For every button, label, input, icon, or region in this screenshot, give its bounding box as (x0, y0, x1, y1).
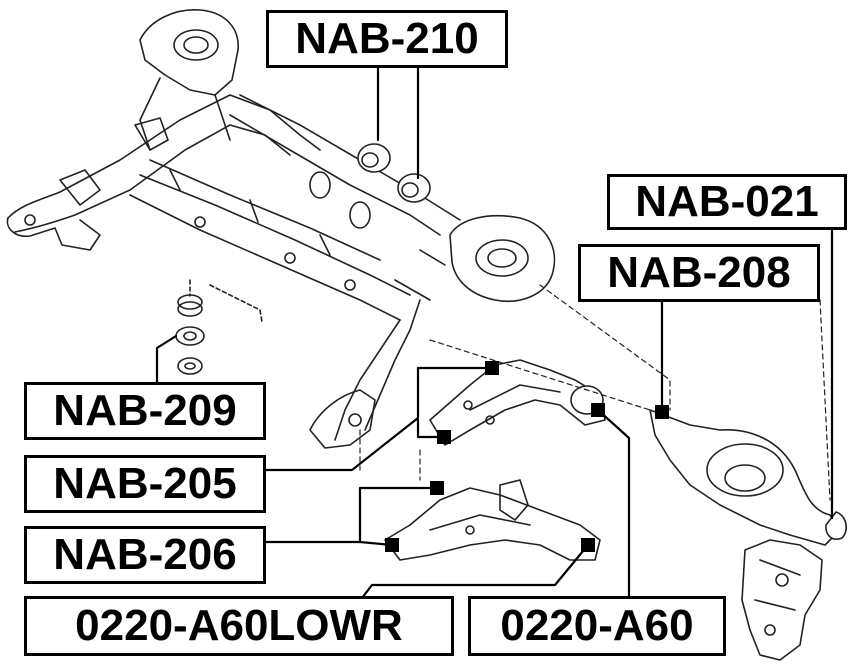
label-nab-208[interactable]: NAB-208 (578, 244, 820, 302)
label-0220-a60[interactable]: 0220-A60 (468, 596, 726, 656)
label-nab-209[interactable]: NAB-209 (24, 382, 266, 440)
trailing-arm (649, 409, 848, 546)
leader-lines (155, 66, 834, 600)
marker-nab-205-lower (437, 430, 451, 444)
marker-nab-206-upper (430, 481, 444, 495)
callout-markers (385, 361, 669, 552)
nab-210-bushings (357, 143, 431, 203)
marker-nab-206-lower (385, 538, 399, 552)
dashed-guides (359, 284, 831, 501)
marker-0220-a60 (591, 403, 605, 417)
marker-nab-205-upper (485, 361, 499, 375)
marker-0220-a60lowr (581, 538, 595, 552)
label-nab-205[interactable]: NAB-205 (24, 455, 266, 513)
subframe (6, 9, 556, 449)
label-nab-021[interactable]: NAB-021 (607, 174, 847, 230)
label-nab-206[interactable]: NAB-206 (24, 526, 266, 584)
knuckle (741, 539, 823, 661)
nab-209-bushing-stack (175, 279, 263, 375)
label-0220-a60lowr[interactable]: 0220-A60LOWR (24, 596, 454, 656)
marker-nab-208 (655, 405, 669, 419)
upper-link-arm (429, 359, 606, 446)
label-nab-210[interactable]: NAB-210 (266, 10, 508, 68)
lower-link-arm (384, 479, 601, 561)
